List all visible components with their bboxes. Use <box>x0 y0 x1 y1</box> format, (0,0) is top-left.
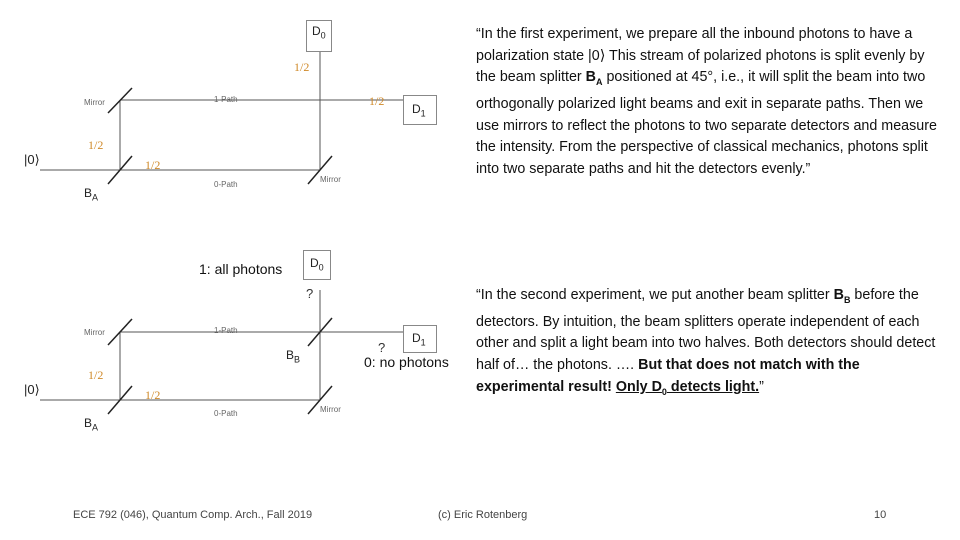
mirror-label-top-left: Mirror <box>84 98 105 107</box>
fraction-mid-bottom: 1/2 <box>145 388 161 402</box>
para1-text-1: “In the first experiment, we prepare all… <box>476 26 913 64</box>
mirror-label-bottom-right: Mirror <box>320 405 341 414</box>
para2-only-d-text: Only D <box>615 378 662 395</box>
beam-splitter-a-label-top: BA <box>84 186 98 202</box>
detector-d0-label: D <box>312 24 321 38</box>
fraction-left-top: 1/2 <box>88 138 104 152</box>
question-mark-d1: ? <box>378 340 386 355</box>
detector-d1-label: D <box>412 102 421 116</box>
beam-splitter-a-top <box>107 155 133 185</box>
paragraph-second-experiment: “In the second experiment, we put anothe… <box>476 285 946 403</box>
path0-label-top: 0-Path <box>214 180 238 189</box>
detector-d1-sub: 1 <box>420 108 426 119</box>
detector-d0-bottom-sub: 0 <box>318 262 324 273</box>
diagrams: D0 D1 1/2 1/2 1/2 1/2 |0⟩ Mirror Mirror … <box>24 20 437 432</box>
para1-text-2: This stream of polarized photons is spli… <box>476 47 925 86</box>
detector-d1-top: D1 <box>403 95 437 125</box>
mirror-left-top <box>107 87 133 114</box>
mirror-label-bottom-left: Mirror <box>84 328 105 337</box>
fraction-d1-top: 1/2 <box>369 94 385 108</box>
ba-top-letter: B <box>84 186 93 200</box>
bb-letter: B <box>286 348 295 362</box>
mirror-left-bottom <box>107 318 133 346</box>
para2-bold-statement: But that does not match with the experim… <box>476 356 860 395</box>
para2-beam-splitter-b: BB <box>833 287 851 305</box>
para1-ket-glyph: ⟩ <box>599 47 606 64</box>
detector-d0-top: D0 <box>306 20 332 52</box>
detector-d0-bottom-label: D <box>310 256 319 270</box>
ba-bottom-letter: B <box>84 416 93 430</box>
diagram-lines <box>40 52 405 415</box>
path1-label-top: 1-Path <box>214 95 238 104</box>
para2-detects-light: detects light. <box>666 378 760 395</box>
para1-beam-splitter-a: BA <box>585 69 603 88</box>
fraction-left-bottom: 1/2 <box>88 368 104 382</box>
beam-splitter-b <box>307 317 333 347</box>
footer-course: ECE 792 (046), Quantum Comp. Arch., Fall… <box>73 509 313 521</box>
fraction-d0-top: 1/2 <box>294 60 310 74</box>
paragraph-first-experiment: “In the first experiment, we prepare all… <box>476 24 946 181</box>
beam-splitter-b-label: BB <box>286 348 300 364</box>
para2-text-1: “In the second experiment, we put anothe… <box>476 287 834 303</box>
path0-label-bottom: 0-Path <box>214 409 238 418</box>
para2-text-2: before the detectors. By intuition, the … <box>476 287 936 373</box>
para2-bs-letter: B <box>833 287 844 303</box>
annotation-no-photons: 0: no photons <box>364 354 449 370</box>
ket-zero-top: |0⟩ <box>24 152 40 167</box>
para2-only-d-sub: 0 <box>661 386 667 397</box>
footer-author: (c) Eric Rotenberg <box>438 509 528 521</box>
annotation-all-photons: 1: all photons <box>199 261 283 277</box>
ket-zero-bottom: |0⟩ <box>24 382 40 397</box>
ba-bottom-sub: A <box>92 422 99 433</box>
ba-top-sub: A <box>92 192 99 203</box>
footer-page-number: 10 <box>874 509 887 521</box>
detector-d1-bottom: D1 <box>403 325 437 353</box>
question-mark-d0: ? <box>306 286 314 301</box>
detector-d0-bottom: D0 <box>303 250 331 280</box>
para1-text-3: positioned at 45°, i.e., it will split t… <box>476 69 937 178</box>
para2-text-3: ” <box>759 378 764 395</box>
bb-sub: B <box>294 354 301 365</box>
beam-splitter-a-label-bottom: BA <box>84 416 98 432</box>
detector-d0-sub: 0 <box>320 30 326 41</box>
para1-bs-sub: A <box>596 77 603 88</box>
para2-bs-sub: B <box>843 294 851 305</box>
path1-label-bottom: 1-Path <box>214 326 238 335</box>
mirror-right-bottom <box>307 385 333 415</box>
fraction-mid-top: 1/2 <box>145 158 161 172</box>
para1-bs-letter: B <box>585 69 596 86</box>
detector-d1-bottom-sub: 1 <box>420 337 426 348</box>
para2-only-d0: Only D0 detects light. <box>615 378 760 397</box>
detector-d1-bottom-label: D <box>412 331 421 345</box>
mirror-label-top-right: Mirror <box>320 175 341 184</box>
mirror-right-top <box>307 155 333 185</box>
beam-splitter-a-bottom <box>107 385 133 415</box>
